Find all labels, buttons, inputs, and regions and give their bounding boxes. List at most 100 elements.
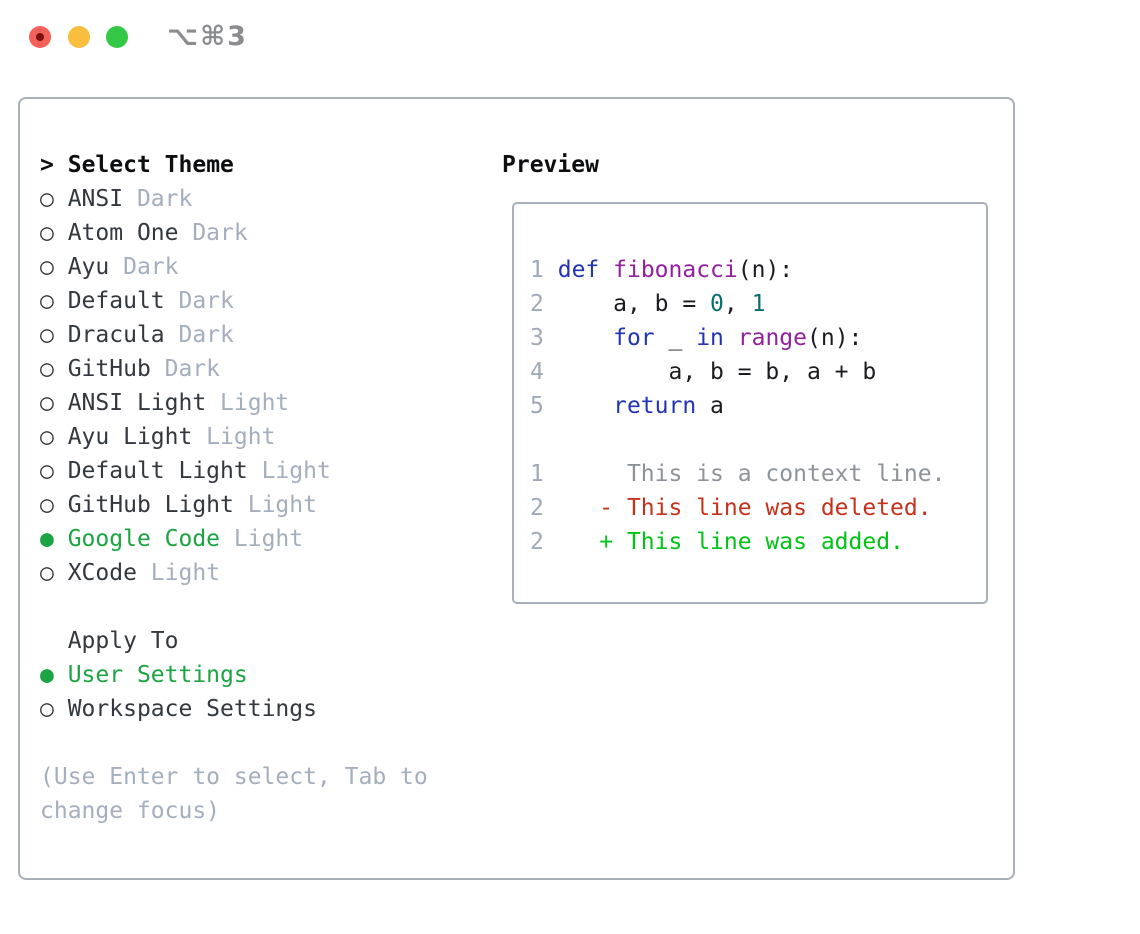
code-token: 1 — [751, 291, 766, 317]
line-number: 3 — [530, 325, 544, 351]
theme-variant: Dark — [164, 288, 234, 314]
code-token: in — [696, 325, 724, 351]
theme-option-ansi-light[interactable]: ○ ANSI Light Light — [40, 386, 485, 420]
theme-variant: Dark — [178, 220, 248, 246]
code-token: _ — [654, 325, 697, 351]
theme-name: Default Light — [67, 458, 248, 484]
theme-variant: Light — [220, 526, 304, 552]
code-token: , — [723, 291, 752, 317]
radio-icon: ○ — [40, 390, 68, 416]
apply-option-user-settings[interactable]: ● User Settings — [40, 658, 485, 692]
code-token — [599, 257, 613, 283]
code-token — [558, 325, 613, 351]
theme-variant: Dark — [109, 254, 179, 280]
window-title: ⌥⌘3 — [167, 21, 248, 52]
theme-name: ANSI Light — [67, 390, 207, 416]
theme-variant: Light — [206, 390, 290, 416]
code-line: 2 a, b = 0, 1 — [530, 287, 986, 321]
theme-option-atom-one[interactable]: ○ Atom One Dark — [40, 216, 485, 250]
radio-icon: ○ — [40, 288, 68, 314]
minimize-button[interactable] — [68, 26, 90, 48]
code-token: a, b = — [557, 291, 711, 317]
theme-name: ANSI — [67, 186, 124, 212]
code-token: for — [613, 325, 655, 351]
code-token: (n): — [807, 325, 863, 351]
apply-to-list: ● User Settings○ Workspace Settings — [40, 658, 485, 726]
theme-name: Atom One — [67, 220, 179, 246]
theme-variant: Light — [192, 424, 276, 450]
theme-option-xcode[interactable]: ○ XCode Light — [40, 556, 485, 590]
theme-variant: Light — [233, 492, 317, 518]
code-token: 0 — [710, 291, 724, 317]
close-button[interactable] — [29, 26, 51, 48]
theme-name: Default — [67, 288, 165, 314]
theme-variant: Dark — [123, 186, 193, 212]
line-number: 5 — [530, 393, 544, 419]
code-token: a, b = b, a + b — [557, 359, 877, 385]
code-token — [558, 393, 613, 419]
code-line: 1 def fibonacci(n): — [530, 253, 986, 287]
selected-radio-icon: ● — [40, 662, 68, 688]
code-token: - This line was deleted. — [557, 495, 932, 521]
blank-line — [530, 423, 986, 457]
theme-option-ayu[interactable]: ○ Ayu Dark — [40, 250, 485, 284]
theme-name: Google Code — [67, 526, 221, 552]
theme-list: ○ ANSI Dark○ Atom One Dark○ Ayu Dark○ De… — [40, 182, 485, 590]
theme-variant: Light — [247, 458, 331, 484]
code-token: range — [737, 325, 808, 351]
line-number: 1 — [530, 461, 544, 487]
theme-option-google-code[interactable]: ● Google Code Light — [40, 522, 485, 556]
theme-name: GitHub — [67, 356, 151, 382]
radio-icon: ○ — [40, 696, 68, 722]
code-token: (n): — [737, 257, 794, 283]
code-token: + This line was added. — [557, 529, 904, 555]
select-theme-label: Select Theme — [67, 152, 234, 178]
line-number: 4 — [530, 359, 544, 385]
titlebar: ⌥⌘3 — [0, 0, 1140, 72]
theme-picker-panel: > Select Theme ○ ANSI Dark○ Atom One Dar… — [18, 97, 1015, 880]
radio-icon: ○ — [40, 492, 68, 518]
code-token — [724, 325, 738, 351]
radio-icon: ○ — [40, 424, 68, 450]
theme-option-github-light[interactable]: ○ GitHub Light Light — [40, 488, 485, 522]
diff-line-context: 1 This is a context line. — [530, 457, 986, 491]
diff-line-deleted: 2 - This line was deleted. — [530, 491, 986, 525]
theme-name: Ayu — [67, 254, 110, 280]
theme-option-ansi[interactable]: ○ ANSI Dark — [40, 182, 485, 216]
theme-option-default[interactable]: ○ Default Dark — [40, 284, 485, 318]
code-token: This is a context line. — [557, 461, 946, 487]
line-number: 2 — [530, 495, 544, 521]
line-number: 1 — [530, 257, 544, 283]
close-dot-icon — [36, 33, 44, 41]
code-line: 3 for _ in range(n): — [530, 321, 986, 355]
apply-option-label: User Settings — [67, 662, 248, 688]
radio-icon: ○ — [40, 356, 68, 382]
preview-header: Preview — [502, 152, 599, 178]
theme-name: Ayu Light — [67, 424, 193, 450]
apply-option-label: Workspace Settings — [67, 696, 317, 722]
list-spacer — [40, 590, 485, 624]
theme-variant: Dark — [164, 322, 234, 348]
theme-option-ayu-light[interactable]: ○ Ayu Light Light — [40, 420, 485, 454]
theme-option-default-light[interactable]: ○ Default Light Light — [40, 454, 485, 488]
select-theme-header: > Select Theme — [40, 148, 485, 182]
radio-icon: ○ — [40, 560, 68, 586]
zoom-button[interactable] — [106, 26, 128, 48]
radio-icon: ○ — [40, 322, 68, 348]
code-token: a — [696, 393, 724, 419]
line-number: 2 — [530, 529, 544, 555]
selected-radio-icon: ● — [40, 526, 68, 552]
code-line: 5 return a — [530, 389, 986, 423]
radio-icon: ○ — [40, 254, 68, 280]
apply-to-header: Apply To — [40, 624, 485, 658]
theme-option-github[interactable]: ○ GitHub Dark — [40, 352, 485, 386]
line-number: 2 — [530, 291, 544, 317]
theme-option-dracula[interactable]: ○ Dracula Dark — [40, 318, 485, 352]
theme-name: GitHub Light — [67, 492, 234, 518]
radio-icon: ○ — [40, 186, 68, 212]
diff-line-added: 2 + This line was added. — [530, 525, 986, 559]
theme-name: Dracula — [67, 322, 165, 348]
apply-option-workspace-settings[interactable]: ○ Workspace Settings — [40, 692, 485, 726]
